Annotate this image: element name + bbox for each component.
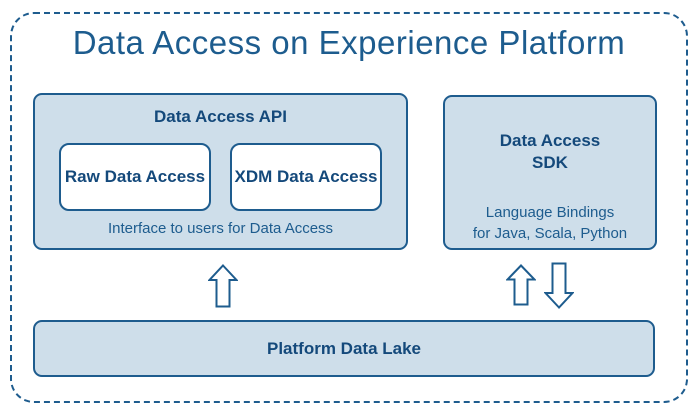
api-up-arrow-icon bbox=[208, 264, 238, 308]
lake-box-title: Platform Data Lake bbox=[267, 338, 421, 358]
sdk-box-title: Data Access SDK bbox=[445, 130, 655, 174]
sdk-up-arrow-icon bbox=[506, 264, 536, 306]
sdk-title-line2: SDK bbox=[532, 153, 568, 172]
raw-data-access-label: Raw Data Access bbox=[64, 167, 206, 186]
api-box-caption: Interface to users for Data Access bbox=[107, 220, 334, 237]
api-box-title: Data Access API bbox=[154, 107, 287, 126]
lake-box: Platform Data Lake bbox=[33, 320, 655, 377]
api-box: Data Access API Raw Data Access XDM Data… bbox=[33, 93, 408, 250]
sdk-caption-line1: Language Bindings bbox=[485, 204, 615, 221]
diagram-title: Data Access on Experience Platform bbox=[72, 24, 626, 61]
sdk-box-caption: Language Bindings for Java, Scala, Pytho… bbox=[445, 202, 655, 244]
sdk-box: Data Access SDK Language Bindings for Ja… bbox=[443, 95, 657, 250]
raw-data-access-box: Raw Data Access bbox=[59, 143, 211, 211]
api-subbox-row: Raw Data Access XDM Data Access bbox=[35, 143, 406, 211]
xdm-data-access-label: XDM Data Access bbox=[234, 167, 378, 186]
sdk-down-arrow-icon bbox=[544, 262, 574, 309]
xdm-data-access-box: XDM Data Access bbox=[230, 143, 382, 211]
sdk-title-line1: Data Access bbox=[499, 131, 601, 150]
sdk-caption-line2: for Java, Scala, Python bbox=[472, 225, 628, 242]
